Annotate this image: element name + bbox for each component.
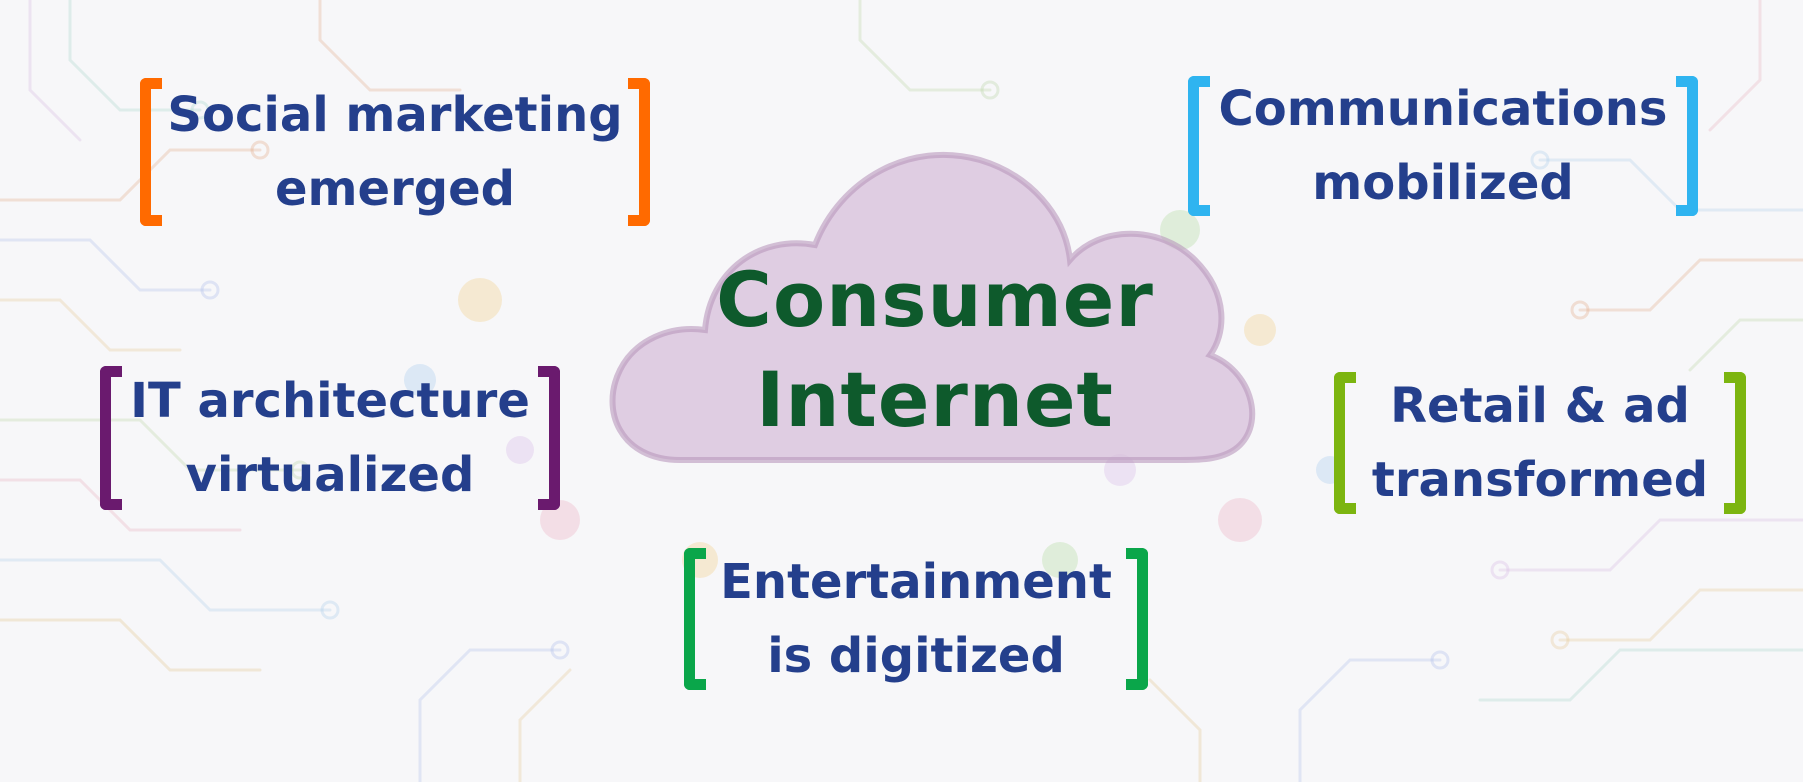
callout-entertainment: Entertainment is digitized	[684, 548, 1148, 690]
callout-social-marketing: Social marketing emerged	[140, 78, 650, 226]
callout-retail-ad: Retail & ad transformed	[1334, 372, 1746, 514]
callout-line-1: Social marketing	[167, 87, 623, 143]
callout-text: IT architecture virtualized	[124, 366, 536, 510]
left-bracket	[140, 78, 162, 226]
right-bracket	[1126, 548, 1148, 690]
callout-line-2: virtualized	[185, 447, 475, 503]
right-bracket	[1676, 76, 1698, 216]
title-line-2: Internet	[756, 355, 1114, 444]
callout-text: Entertainment is digitized	[708, 548, 1124, 690]
left-bracket	[684, 548, 706, 690]
right-bracket	[628, 78, 650, 226]
callout-line-1: Communications	[1218, 81, 1668, 137]
callout-line-1: IT architecture	[130, 373, 530, 429]
callout-line-2: is digitized	[767, 628, 1065, 684]
cloud-shape	[609, 151, 1256, 463]
callout-text: Social marketing emerged	[164, 78, 626, 226]
diagram-title: Consumer Internet	[640, 250, 1230, 450]
callout-text: Retail & ad transformed	[1358, 372, 1722, 514]
callout-communications: Communications mobilized	[1188, 76, 1698, 216]
right-bracket	[538, 366, 560, 510]
callout-line-2: emerged	[274, 161, 516, 217]
title-line-1: Consumer	[716, 255, 1154, 344]
left-bracket	[100, 366, 122, 510]
callout-line-1: Entertainment	[720, 554, 1112, 610]
callout-it-architecture: IT architecture virtualized	[100, 366, 560, 510]
callout-text: Communications mobilized	[1212, 76, 1674, 216]
left-bracket	[1334, 372, 1356, 514]
left-bracket	[1188, 76, 1210, 216]
callout-line-2: mobilized	[1312, 155, 1574, 211]
callout-line-2: transformed	[1371, 452, 1709, 508]
right-bracket	[1724, 372, 1746, 514]
callout-line-1: Retail & ad	[1390, 378, 1690, 434]
